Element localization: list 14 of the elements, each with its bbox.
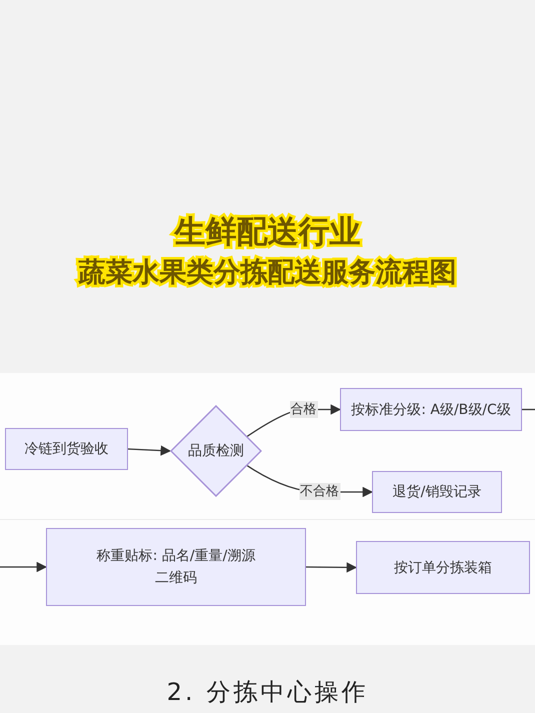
arrow [0,562,48,572]
title: 生鲜配送行业 [172,213,362,252]
decision-diamond: 品质检测 [170,405,262,497]
process-box: 按标准分级: A级/B级/C级 [340,388,522,431]
process-box: 按订单分拣装箱 [356,541,530,594]
process-box: 退货/销毁记录 [372,471,502,513]
edge-label: 不合格 [299,483,340,500]
edge-label: 合格 [290,400,318,418]
arrow [128,445,172,456]
subtitle: 蔬菜水果类分拣配送服务流程图 [77,256,458,290]
process-box: 冷链到货验收 [5,428,128,470]
arrow [306,562,358,573]
process-box: 称重贴标: 品名/重量/溯源二维码 [46,528,306,606]
caption: 2. 分拣中心操作 [166,677,370,708]
